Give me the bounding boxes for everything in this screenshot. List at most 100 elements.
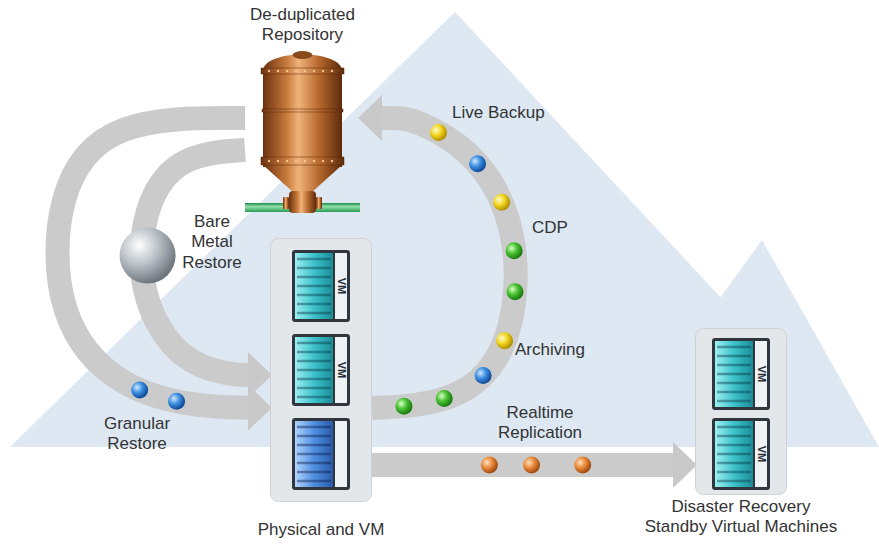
server-strip (335, 253, 347, 319)
data-dot (430, 124, 447, 141)
tank-rivet (331, 160, 333, 162)
server-slot (297, 480, 331, 483)
tank-rivet (277, 160, 279, 162)
edge-label: Live Backup (452, 103, 545, 123)
restore-sphere (120, 228, 176, 284)
server-slot (297, 294, 331, 297)
server-face (295, 337, 333, 403)
data-dot (436, 390, 453, 407)
server-slot (717, 462, 751, 465)
data-dot (469, 155, 486, 172)
server-slot (297, 285, 331, 288)
server-strip (755, 341, 767, 407)
server-slot (717, 382, 751, 385)
vm-mark: VM (756, 446, 767, 463)
tank-rivet (313, 70, 315, 72)
data-dot (507, 283, 524, 300)
node-title: Physical and VM (258, 520, 385, 540)
server-slot (297, 378, 331, 381)
server-strip (335, 421, 347, 487)
vm-mark: VM (336, 278, 347, 295)
server-slot (297, 351, 331, 354)
data-dot (395, 398, 412, 415)
server-slot (297, 303, 331, 306)
edge-label: Bare Metal Restore (176, 212, 248, 273)
tank-rivet (313, 160, 315, 162)
server-body (292, 418, 350, 490)
server-body (712, 338, 770, 410)
flow-arrow (57, 118, 248, 408)
tank-rivet (286, 160, 288, 162)
server-slot (297, 387, 331, 390)
server-slot (297, 276, 331, 279)
node-illustration (695, 328, 787, 495)
tank-rivet (331, 70, 333, 72)
server-slot (717, 435, 751, 438)
server-slot (717, 346, 751, 349)
server-slot (297, 342, 331, 345)
server-body (292, 334, 350, 406)
server-slot (297, 312, 331, 315)
data-dot (506, 242, 523, 259)
node-title: De-duplicated Repository (233, 5, 373, 46)
data-dot (493, 194, 510, 211)
server-slot (717, 444, 751, 447)
tank-rivet (277, 70, 279, 72)
server-body (292, 250, 350, 322)
server-panel (271, 239, 372, 502)
server-slot (717, 355, 751, 358)
server-slot (717, 471, 751, 474)
server-slot (297, 360, 331, 363)
server-face (295, 421, 333, 487)
server-face (295, 253, 333, 319)
server-slot (717, 373, 751, 376)
tank-knob (293, 51, 313, 59)
server-slot (717, 426, 751, 429)
data-dot (481, 457, 498, 474)
tank-rivet (304, 70, 306, 72)
vm-mark: VM (756, 366, 767, 383)
server-face (715, 421, 753, 487)
tank-band (261, 157, 344, 165)
server-slot (297, 369, 331, 372)
tank-rivet (295, 70, 297, 72)
server-slot (717, 453, 751, 456)
tank-rivet (268, 160, 270, 162)
server-slot (297, 444, 331, 447)
server-slot (297, 426, 331, 429)
flow-arrow (372, 453, 673, 477)
server-slot (717, 364, 751, 367)
tank-rivet (286, 70, 288, 72)
server-slot (717, 400, 751, 403)
tank-cone (263, 165, 342, 193)
tank-valve (289, 191, 316, 213)
repository-node: De-duplicated Repository (245, 5, 360, 220)
server-slot (297, 258, 331, 261)
tank-rivet (295, 160, 297, 162)
edge-label: Granular Restore (82, 414, 192, 455)
tank-rivet (322, 70, 324, 72)
tank-band (261, 68, 344, 74)
data-dot (131, 381, 148, 398)
server-slot (717, 391, 751, 394)
data-dot (475, 367, 492, 384)
tank-band (262, 109, 343, 112)
vm-mark: VM (336, 362, 347, 379)
data-dot (496, 332, 513, 349)
tank-rivet (268, 70, 270, 72)
server-slot (297, 453, 331, 456)
data-dot (523, 457, 540, 474)
server-body (712, 418, 770, 490)
server-slot (297, 462, 331, 465)
tank-body (263, 71, 342, 167)
server-face (715, 341, 753, 407)
node-illustration (270, 238, 372, 502)
server-strip (335, 337, 347, 403)
server-slot (297, 396, 331, 399)
tank-rivet (304, 160, 306, 162)
server-panel (696, 329, 787, 495)
backdrop-triangle (10, 12, 860, 447)
server-slot (717, 480, 751, 483)
